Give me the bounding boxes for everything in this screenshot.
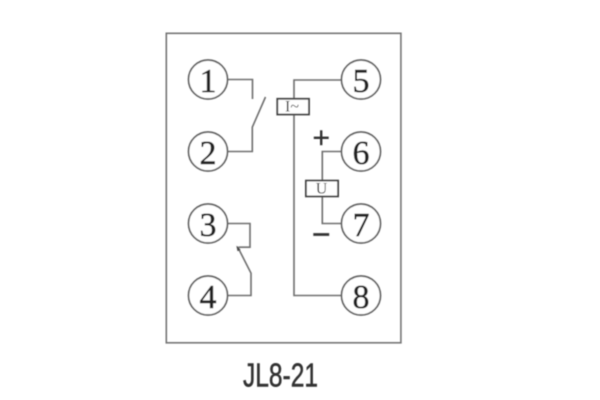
svg-text:4: 4 — [200, 279, 217, 316]
svg-text:U: U — [316, 181, 328, 198]
svg-text:7: 7 — [353, 207, 370, 244]
svg-text:8: 8 — [353, 279, 370, 316]
svg-text:2: 2 — [200, 135, 217, 172]
svg-text:3: 3 — [200, 207, 217, 244]
svg-text:1: 1 — [200, 63, 217, 100]
svg-text:5: 5 — [353, 63, 370, 100]
svg-text:JL8-21: JL8-21 — [243, 358, 318, 394]
svg-text:I~: I~ — [285, 99, 299, 116]
svg-text:6: 6 — [353, 135, 370, 172]
